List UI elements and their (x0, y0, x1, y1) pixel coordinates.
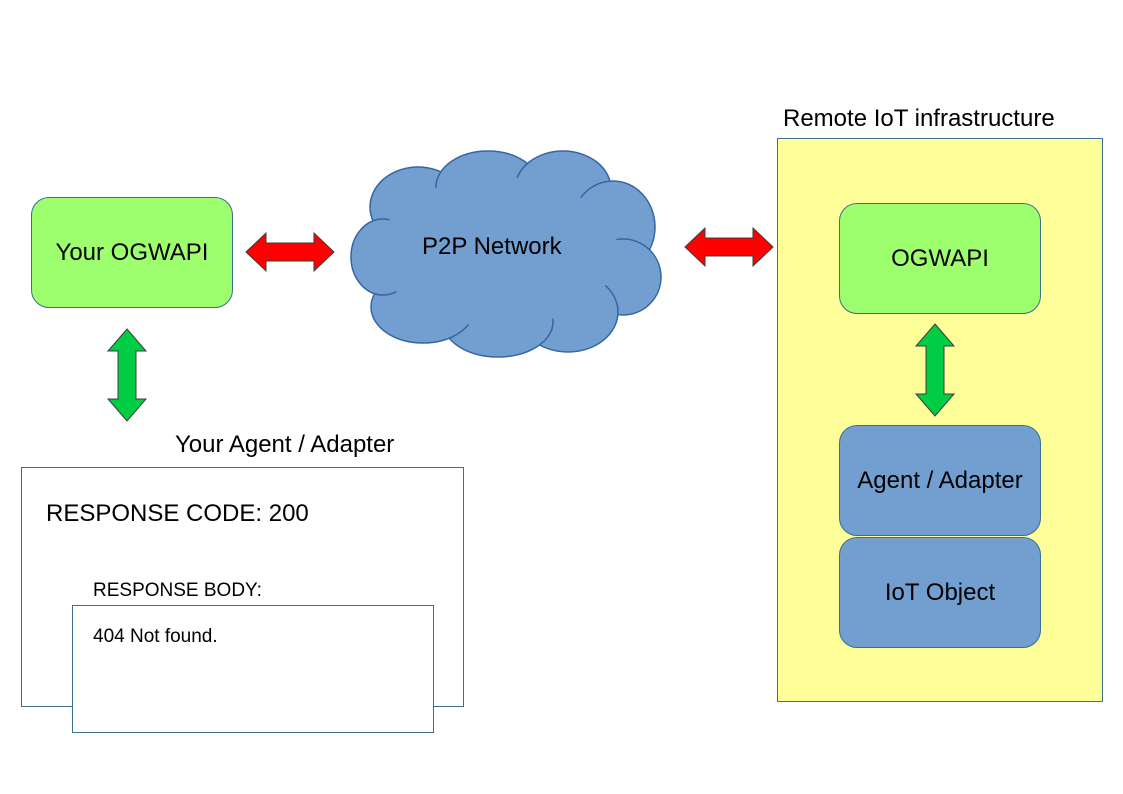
green-double-arrow-remote (914, 323, 956, 417)
p2p-network-label: P2P Network (422, 233, 562, 260)
p2p-network-cloud (350, 150, 662, 358)
response-body-box (72, 605, 434, 733)
your-ogwapi-label: Your OGWAPI (55, 238, 209, 266)
your-agent-title: Your Agent / Adapter (175, 431, 395, 458)
remote-infrastructure-title: Remote IoT infrastructure (783, 105, 1055, 132)
response-code-text: RESPONSE CODE: 200 (46, 500, 309, 527)
remote-ogwapi-label: OGWAPI (891, 244, 989, 272)
red-double-arrow-right (684, 226, 774, 268)
iot-object-label: IoT Object (884, 578, 996, 606)
remote-ogwapi-box: OGWAPI (839, 203, 1041, 314)
green-double-arrow-local (106, 328, 148, 422)
response-body-label: RESPONSE BODY: (93, 580, 262, 601)
remote-agent-box: Agent / Adapter (839, 425, 1041, 536)
red-double-arrow-left (245, 231, 335, 273)
iot-object-box: IoT Object (839, 537, 1041, 648)
response-body-text: 404 Not found. (93, 626, 218, 647)
your-ogwapi-box: Your OGWAPI (31, 197, 233, 308)
remote-agent-label: Agent / Adapter (857, 466, 1023, 494)
